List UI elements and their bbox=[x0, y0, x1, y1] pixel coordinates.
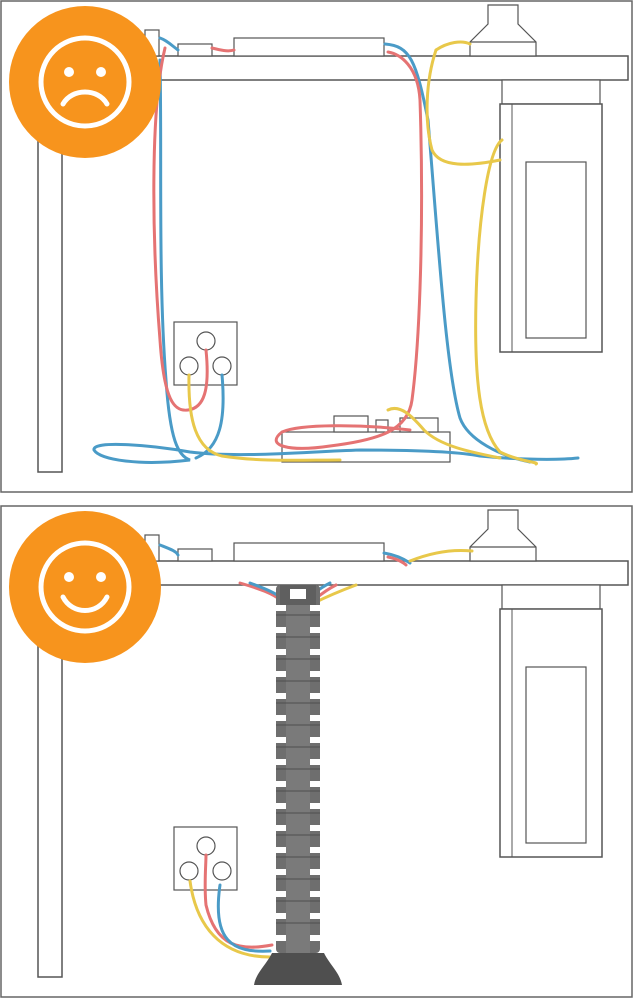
blue-cables bbox=[92, 36, 580, 464]
red-cables bbox=[152, 46, 424, 450]
keyboard bbox=[233, 37, 385, 57]
after-scene bbox=[0, 505, 633, 998]
keyboard bbox=[233, 542, 385, 562]
tower-panel bbox=[525, 666, 587, 844]
after-panel bbox=[0, 505, 635, 1000]
sad-face-icon bbox=[9, 6, 161, 158]
cable-spine bbox=[254, 585, 342, 985]
spine-base bbox=[254, 953, 342, 985]
desk-small-device bbox=[177, 43, 213, 57]
happy-face-icon bbox=[9, 511, 161, 663]
yellow-cables bbox=[187, 40, 538, 466]
monitor-stand bbox=[469, 509, 537, 562]
before-panel bbox=[0, 0, 635, 495]
monitor-stand bbox=[469, 4, 537, 57]
tower-panel bbox=[525, 161, 587, 339]
before-scene bbox=[0, 0, 633, 493]
drawer-top bbox=[501, 79, 601, 105]
desk-small-device bbox=[177, 548, 213, 562]
drawer-top bbox=[501, 584, 601, 610]
